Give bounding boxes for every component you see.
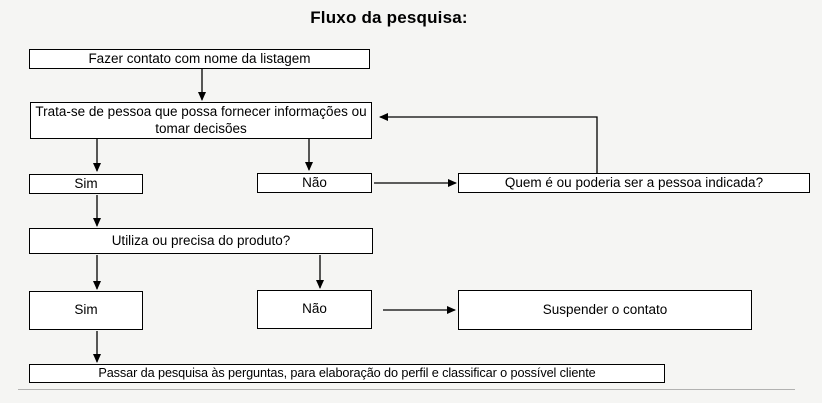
page-bottom-rule <box>18 389 795 390</box>
node-nao-2: Não <box>257 290 372 329</box>
node-passar-perguntas: Passar da pesquisa às perguntas, para el… <box>29 364 665 383</box>
diagram-title: Fluxo da pesquisa: <box>310 8 468 27</box>
node-suspender-contato: Suspender o contato <box>458 290 752 330</box>
node-sim-1: Sim <box>29 174 143 194</box>
arrow-quem-to-fornecer-feedback <box>379 113 598 173</box>
node-pessoa-fornecer: Trata-se de pessoa que possa fornecer in… <box>30 102 372 139</box>
node-sim-2: Sim <box>29 291 143 330</box>
node-fazer-contato: Fazer contato com nome da listagem <box>29 49 370 69</box>
node-nao-1: Não <box>257 173 372 193</box>
node-quem-pessoa-indicada: Quem é ou poderia ser a pessoa indicada? <box>458 173 810 193</box>
node-utiliza-produto: Utiliza ou precisa do produto? <box>29 228 373 254</box>
